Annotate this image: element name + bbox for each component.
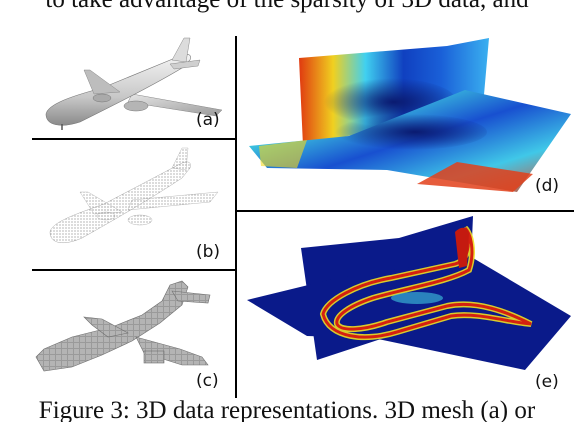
divider-b-c: [32, 269, 236, 271]
divider-d-e: [236, 210, 574, 212]
body-text-line: to take advantage of the sparsity of 3D …: [0, 0, 574, 13]
panel-label-e: (e): [535, 372, 559, 392]
panel-label-c: (c): [196, 371, 219, 391]
panel-a-mesh: (a): [32, 36, 235, 138]
distance-field-slices-image: [249, 38, 571, 192]
divider-a-b: [32, 138, 236, 140]
panel-b-point-cloud: (b): [32, 140, 235, 269]
occupancy-slices-image: [247, 216, 571, 370]
panel-label-d: (d): [535, 176, 560, 196]
panel-label-b: (b): [196, 242, 221, 262]
airplane-point-cloud-image: [49, 147, 219, 244]
vertical-divider: [235, 36, 237, 398]
figure-3: (a) (b): [32, 36, 574, 398]
airplane-mesh-image: [45, 37, 223, 130]
panel-label-a: (a): [196, 110, 220, 130]
figure-caption: Figure 3: 3D data representations. 3D me…: [38, 397, 536, 422]
panel-e-occupancy: (e): [237, 212, 574, 398]
airplane-voxel-image: [35, 280, 211, 372]
panel-c-voxels: (c): [32, 271, 235, 398]
panel-d-distance-field: (d): [237, 36, 574, 210]
